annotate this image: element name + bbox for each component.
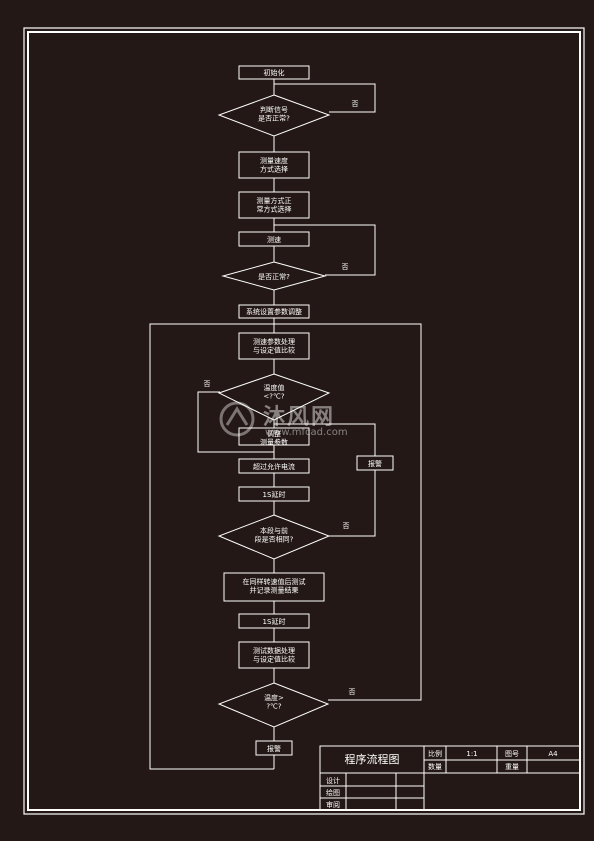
normal-mode-box (238, 191, 310, 219)
scale-label: 比例 (428, 749, 442, 758)
quantity-label: 数量 (428, 762, 442, 771)
side-alarm-box (356, 455, 394, 471)
set-params-box (238, 304, 310, 319)
adjust-label: 调整测量参数 (260, 429, 288, 447)
alarm-label: 报警 (267, 744, 281, 753)
delay2-label: 1S延时 (263, 617, 286, 626)
start-label: 初始化 (264, 68, 285, 77)
signal-decision (217, 94, 331, 137)
side-alarm-label: 报警 (368, 459, 382, 468)
outer-border (23, 27, 585, 815)
ok-decision (221, 261, 327, 291)
drawing-no-label: 图号 (505, 750, 519, 758)
signal-decision-label: 判断信号是否正常? (258, 105, 290, 123)
weight-label: 重量 (505, 763, 519, 771)
scale-value: 1:1 (466, 750, 477, 758)
delay2-box (238, 613, 310, 629)
record-label: 在同样转速值后测试并记录测量结果 (243, 577, 306, 595)
no-label-temp: 否 (204, 380, 211, 388)
measure-label: 测速 (267, 236, 281, 244)
end-decision-label: 温度>?℃? (264, 693, 284, 711)
end-decision (217, 682, 330, 728)
select-mode-box (238, 151, 310, 179)
current-label: 超过允许电流 (253, 462, 295, 471)
alarm-box (255, 740, 293, 756)
inner-border (27, 31, 581, 811)
adjust-box (238, 427, 310, 446)
delay1-label: 1S延时 (263, 490, 286, 499)
delay1-box (238, 486, 310, 502)
reviewer-label: 审阅 (326, 800, 340, 809)
set-params-label: 系统设置参数调整 (246, 307, 302, 316)
title-block (319, 745, 581, 811)
drafter-label: 绘图 (326, 788, 340, 797)
no-label-range: 否 (343, 522, 350, 530)
no-label-end: 否 (349, 688, 356, 696)
current-box (238, 458, 310, 474)
temp-decision-label: 温度值<?℃? (263, 383, 284, 401)
range-decision-label: 本段与前段是否相同? (255, 526, 294, 544)
start-box (238, 65, 310, 80)
no-label-ok: 否 (342, 263, 349, 271)
calc-label: 测速参数处理与设定值比较 (253, 337, 295, 355)
calc-box (238, 332, 310, 360)
select-mode-label: 测量速度方式选择 (260, 156, 288, 174)
record-box (223, 572, 325, 602)
temp-decision (217, 373, 331, 421)
drawing-no-value: A4 (548, 750, 558, 758)
designer-label: 设计 (326, 776, 340, 785)
normal-mode-label: 测量方式正常方式选择 (257, 196, 292, 214)
drawing-title: 程序流程图 (345, 752, 400, 766)
range-decision (217, 514, 331, 560)
ok-decision-label: 是否正常? (258, 272, 290, 281)
compare-box (238, 641, 310, 669)
no-label-signal: 否 (352, 100, 359, 108)
compare-label: 测试数据处理与设定值比较 (253, 646, 295, 664)
measure-box (238, 231, 310, 247)
